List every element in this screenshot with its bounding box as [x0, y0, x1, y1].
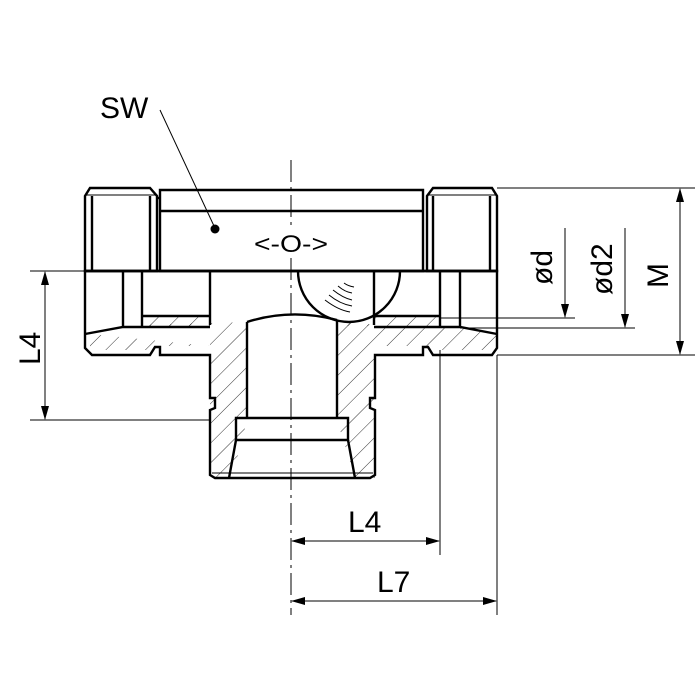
label-l7: L7	[377, 566, 410, 599]
extension-lines	[30, 187, 695, 615]
fitting-body	[83, 186, 499, 480]
label-od2: ød2	[586, 243, 619, 295]
ball-shading	[324, 282, 355, 313]
label-m: M	[642, 263, 675, 288]
section-hatching	[90, 316, 497, 478]
label-l4-horizontal: L4	[348, 506, 381, 539]
flow-direction-symbol: <-O->	[254, 231, 328, 258]
sw-leader-dot	[210, 224, 220, 234]
label-l4-vertical: L4	[14, 332, 47, 365]
label-od: ød	[526, 250, 559, 285]
label-sw: SW	[100, 92, 149, 125]
sw-leader	[159, 109, 215, 227]
